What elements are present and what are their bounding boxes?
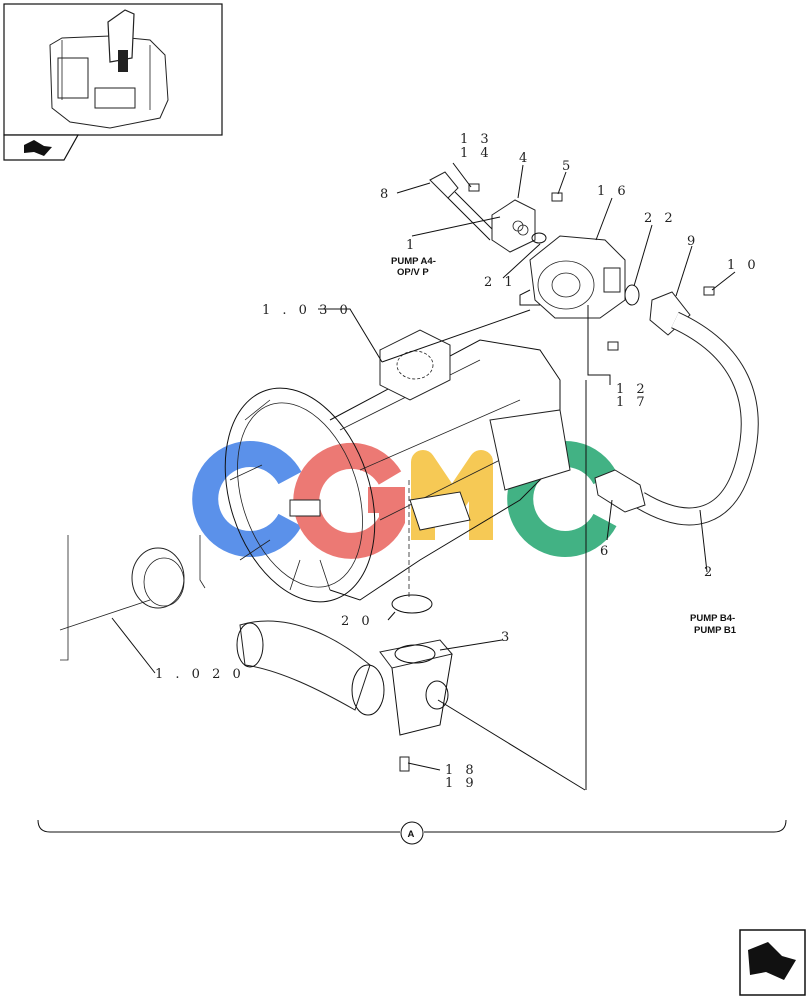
label-circle-a: A bbox=[408, 829, 415, 840]
leader-lines bbox=[111, 162, 736, 791]
label-part-13: 1 3 bbox=[460, 132, 493, 147]
label-part-18: 1 8 bbox=[445, 763, 478, 778]
assembly-bracket-a bbox=[37, 819, 787, 845]
label-part-9: 9 bbox=[687, 234, 695, 249]
label-part-19: 1 9 bbox=[445, 776, 478, 791]
hose bbox=[594, 311, 759, 526]
label-part-10: 1 0 bbox=[727, 258, 760, 273]
sensor-parts bbox=[429, 171, 563, 253]
label-part-12: 1 2 bbox=[616, 382, 649, 397]
label-part-8: 8 bbox=[380, 187, 388, 202]
label-part-1: 1 bbox=[406, 238, 414, 253]
label-pump-b4-line1: PUMP B4- bbox=[690, 613, 735, 624]
watermark-letter-c2 bbox=[507, 441, 617, 557]
label-part-6: 6 bbox=[600, 544, 608, 559]
label-part-2: 2 bbox=[704, 565, 712, 580]
label-pump-a4-line2: OP/V P bbox=[397, 267, 429, 278]
part-labels: 1 3 1 4 4 5 1 6 8 2 2 9 1 PUMP A4- OP/V … bbox=[155, 132, 760, 840]
thumbnail-nav-tab[interactable] bbox=[3, 134, 80, 161]
label-pump-a4-line1: PUMP A4- bbox=[391, 256, 436, 267]
suction-pipe bbox=[131, 547, 453, 772]
label-part-20: 2 0 bbox=[341, 614, 374, 629]
machine-thumbnail bbox=[3, 3, 223, 136]
circle-a-marker bbox=[400, 821, 424, 845]
label-part-16: 1 6 bbox=[597, 184, 630, 199]
label-ref-1030: 1 . 0 3 0 bbox=[262, 303, 352, 318]
next-page-arrow-icon bbox=[748, 942, 796, 980]
label-part-21: 2 1 bbox=[484, 275, 517, 290]
main-pump-assembly bbox=[224, 329, 571, 603]
label-part-14: 1 4 bbox=[460, 146, 493, 161]
next-page-button[interactable] bbox=[739, 929, 806, 996]
label-part-17: 1 7 bbox=[616, 395, 649, 410]
thumbnail-arrow-icon bbox=[24, 140, 52, 156]
upper-pump bbox=[519, 235, 626, 319]
label-part-3: 3 bbox=[501, 630, 509, 645]
label-part-22: 2 2 bbox=[644, 211, 677, 226]
label-part-4: 4 bbox=[519, 151, 527, 166]
label-pump-b4-line2: PUMP B1 bbox=[694, 625, 737, 636]
label-ref-1020: 1 . 0 2 0 bbox=[155, 667, 245, 682]
watermark-letter-c1 bbox=[192, 441, 302, 557]
label-part-5: 5 bbox=[562, 159, 570, 174]
